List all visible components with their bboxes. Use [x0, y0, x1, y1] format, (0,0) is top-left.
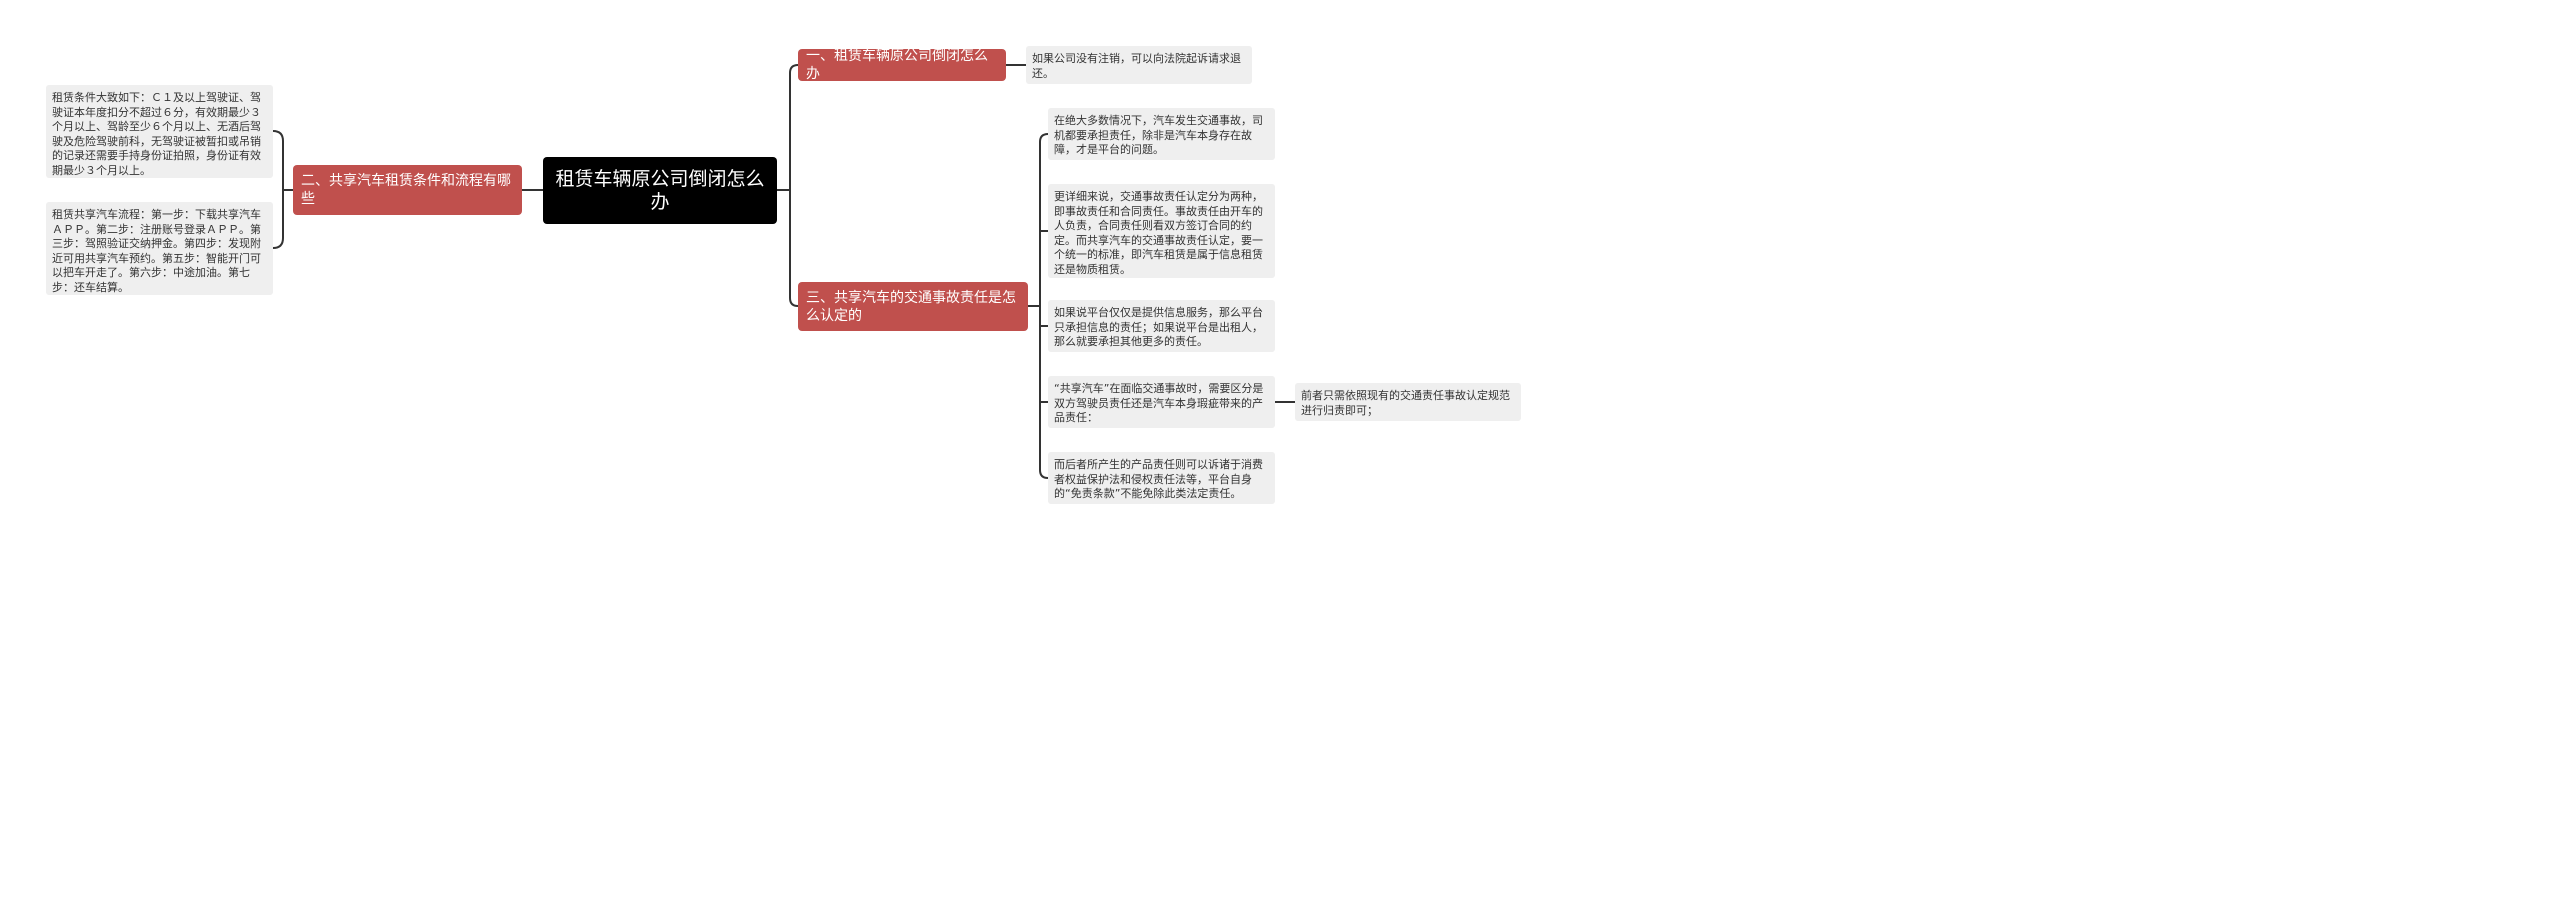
- connector-left-trunk: [272, 130, 284, 249]
- leaf-node-3-3[interactable]: 如果说平台仅仅是提供信息服务，那么平台只承担信息的责任；如果说平台是出租人，那么…: [1048, 300, 1275, 352]
- leaf-3-4-text: “共享汽车”在面临交通事故时，需要区分是双方驾驶员责任还是汽车本身瑕疵带来的产品…: [1054, 382, 1264, 425]
- mind-map: 租赁车辆原公司倒闭怎么办 一、租赁车辆原公司倒闭怎么办 二、共享汽车租赁条件和流…: [0, 0, 1550, 545]
- leaf-3-2-text: 更详细来说，交通事故责任认定分为两种，即事故责任和合同责任。事故责任由开车的人负…: [1054, 190, 1263, 276]
- connector-lines: [272, 64, 1295, 479]
- leaf-3-3-text: 如果说平台仅仅是提供信息服务，那么平台只承担信息的责任；如果说平台是出租人，那么…: [1054, 306, 1263, 349]
- leaf-node-1-1[interactable]: 如果公司没有注销，可以向法院起诉请求退还。: [1026, 46, 1252, 84]
- root-topic-label: 租赁车辆原公司倒闭怎么办: [555, 167, 765, 213]
- leaf-node-3-5[interactable]: 而后者所产生的产品责任则可以诉诸于消费者权益保护法和侵权责任法等，平台自身的“免…: [1048, 452, 1275, 504]
- leaf-node-3-2[interactable]: 更详细来说，交通事故责任认定分为两种，即事故责任和合同责任。事故责任由开车的人负…: [1048, 184, 1275, 278]
- leaf-2-2-text: 租赁共享汽车流程：第一步：下载共享汽车ＡＰＰ。第二步：注册账号登录ＡＰＰ。第三步…: [52, 208, 261, 294]
- sub-leaf-node[interactable]: 前者只需依照现有的交通责任事故认定规范进行归责即可；: [1295, 383, 1521, 421]
- leaf-3-5-text: 而后者所产生的产品责任则可以诉诸于消费者权益保护法和侵权责任法等，平台自身的“免…: [1054, 458, 1263, 501]
- branch-1-label: 一、租赁车辆原公司倒闭怎么办: [806, 48, 988, 82]
- leaf-node-2-2[interactable]: 租赁共享汽车流程：第一步：下载共享汽车ＡＰＰ。第二步：注册账号登录ＡＰＰ。第三步…: [46, 202, 273, 295]
- branch-2-label: 二、共享汽车租赁条件和流程有哪些: [301, 173, 511, 207]
- leaf-node-3-1[interactable]: 在绝大多数情况下，汽车发生交通事故，司机都要承担责任，除非是汽车本身存在故障，才…: [1048, 108, 1275, 160]
- leaf-node-3-4[interactable]: “共享汽车”在面临交通事故时，需要区分是双方驾驶员责任还是汽车本身瑕疵带来的产品…: [1048, 376, 1275, 428]
- branch-node-2[interactable]: 二、共享汽车租赁条件和流程有哪些: [293, 165, 522, 215]
- branch-node-3[interactable]: 三、共享汽车的交通事故责任是怎么认定的: [798, 282, 1028, 331]
- leaf-3-1-text: 在绝大多数情况下，汽车发生交通事故，司机都要承担责任，除非是汽车本身存在故障，才…: [1054, 114, 1263, 157]
- leaf-1-1-text: 如果公司没有注销，可以向法院起诉请求退还。: [1032, 52, 1241, 80]
- branch-3-label: 三、共享汽车的交通事故责任是怎么认定的: [806, 289, 1016, 324]
- root-topic[interactable]: 租赁车辆原公司倒闭怎么办: [543, 157, 777, 224]
- sub-leaf-text: 前者只需依照现有的交通责任事故认定规范进行归责即可；: [1301, 389, 1510, 417]
- branch-node-1[interactable]: 一、租赁车辆原公司倒闭怎么办: [798, 48, 1006, 82]
- leaf-node-2-1[interactable]: 租赁条件大致如下：Ｃ１及以上驾驶证、驾驶证本年度扣分不超过６分，有效期最少３个月…: [46, 85, 273, 178]
- leaf-2-1-text: 租赁条件大致如下：Ｃ１及以上驾驶证、驾驶证本年度扣分不超过６分，有效期最少３个月…: [52, 91, 261, 177]
- connector-right-trunk: [789, 64, 799, 307]
- connector-branch3-trunk: [1039, 133, 1049, 479]
